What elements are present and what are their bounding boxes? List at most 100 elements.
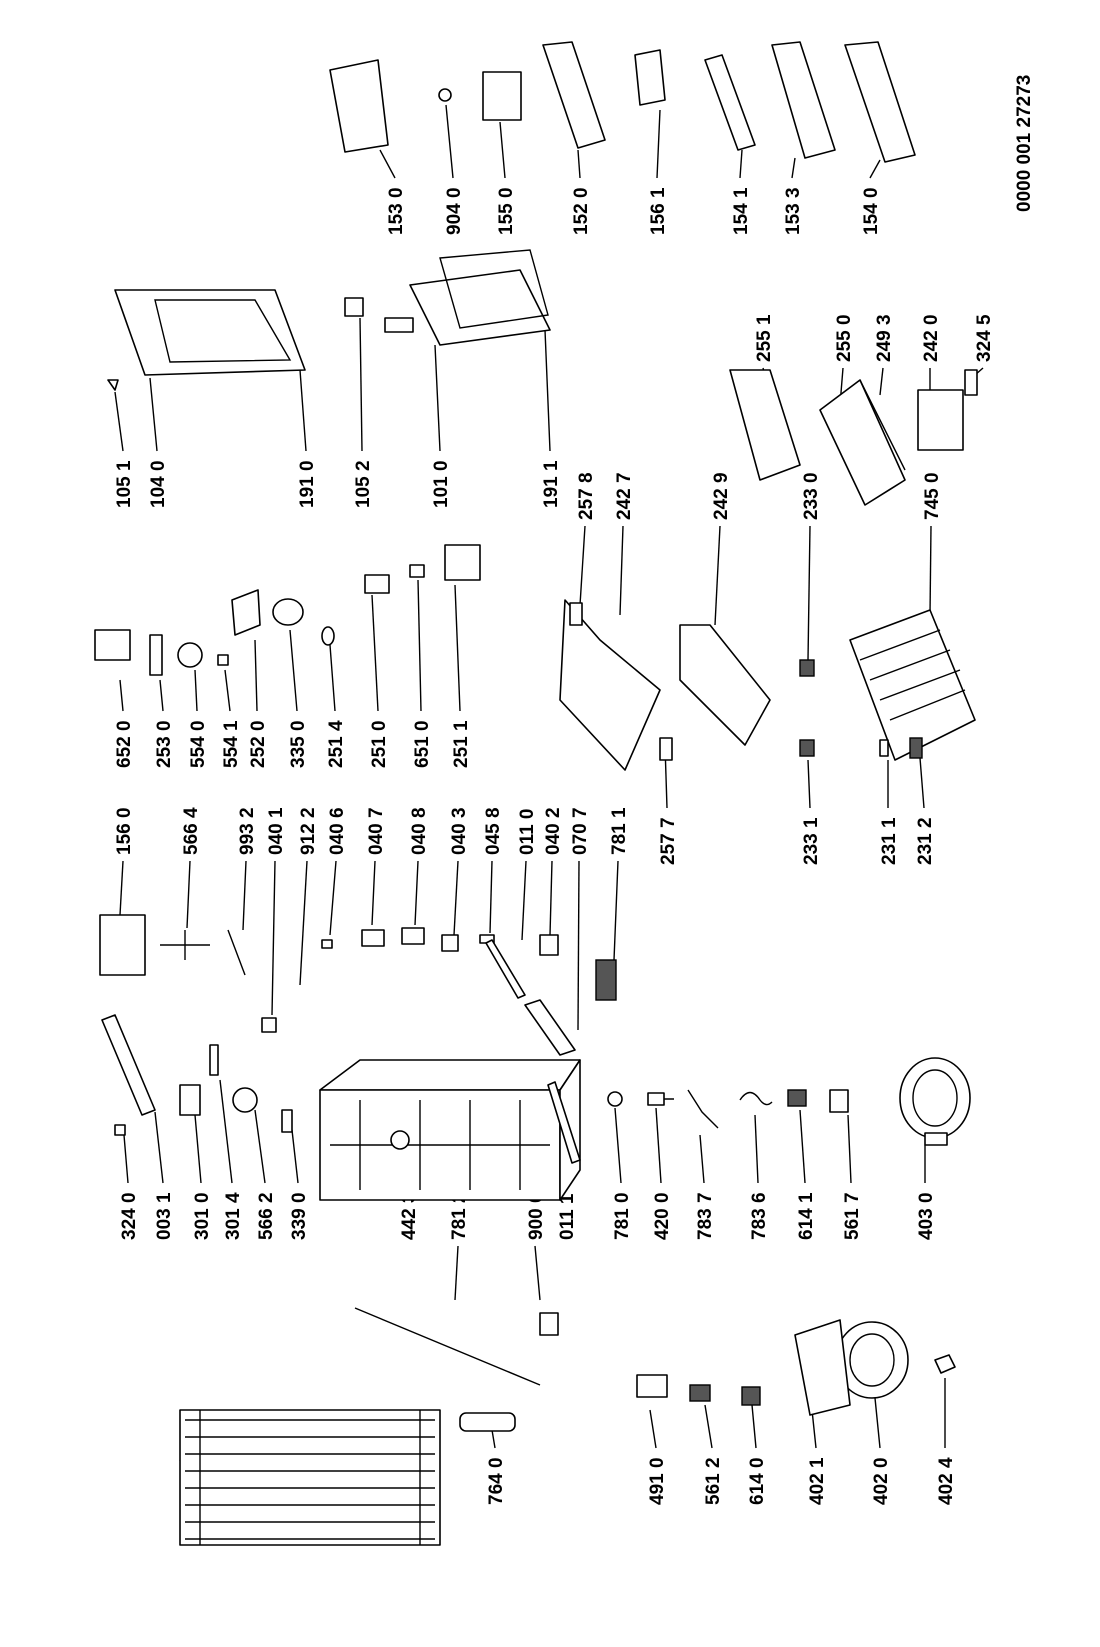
leader-line [114,391,124,452]
leader-line [879,367,884,396]
part-number-label: 253 0 [154,720,175,768]
part-number-label: 900 0 [526,1192,547,1240]
leader-line [549,860,553,936]
part-number-label: 233 0 [801,472,822,520]
part-callout: 040 1 [266,807,287,1016]
leader-line [154,1111,164,1184]
document-number: 0000 001 27273 [1014,75,1035,212]
part-callout: 156 0 [114,807,135,916]
box-drawing [444,544,481,581]
part-callout: 231 1 [879,760,900,865]
part-callout: 242 9 [711,472,732,626]
part-callout: 783 6 [749,1114,770,1240]
part-number-label: 554 1 [221,720,242,768]
wire-shelf-drawing [849,609,976,761]
knob-drawing [390,1130,410,1150]
part-number-label: 105 1 [114,460,135,508]
strip-drawing [547,1081,581,1164]
part-number-label: 339 0 [289,1192,310,1240]
part-callout: 040 8 [409,807,430,926]
drawer-clip-b-drawing [659,737,673,761]
part-callout: 154 1 [731,149,752,235]
leader-line [454,1245,459,1301]
part-number-label: 912 2 [298,807,319,855]
part-number-label: 040 7 [366,807,387,855]
lower-door-drawing [409,269,551,346]
rack-trim-drawing [704,54,756,151]
part-number-label: 255 1 [754,314,775,362]
part-number-label: 104 0 [148,460,169,508]
leader-line [874,1397,881,1449]
part-number-label: 251 4 [326,720,347,768]
leader-line [751,1404,757,1449]
part-callout: 993 2 [237,807,258,931]
part-number-label: 231 2 [915,817,936,865]
bracket-a-drawing [361,929,385,947]
part-number-label: 249 3 [874,314,895,362]
button-drawing [438,88,452,102]
leader-line [521,860,527,941]
leader-line [577,860,580,1031]
part-callout: 153 3 [783,157,804,235]
part-callout: 191 1 [541,329,562,508]
drawer-clip-drawing [569,602,583,626]
part-callout: 402 1 [807,1409,828,1505]
leader-line [544,329,551,452]
part-callout: 301 0 [192,1114,213,1240]
nut-drawing [321,626,335,646]
part-number-label: 191 1 [541,460,562,508]
part-callout: 257 7 [658,744,679,865]
leader-line [799,1109,806,1184]
scraper-drawing [227,929,246,976]
part-number-label: 231 1 [879,817,900,865]
part-callout: 783 7 [695,1134,716,1240]
panel-drawing [101,1014,156,1116]
leader-line [289,629,298,712]
door-rack-drawing [329,59,389,153]
part-number-label: 040 3 [449,807,470,855]
glass-shelf-drawing [819,379,906,506]
grille-drawing [595,959,617,1001]
part-number-label: 301 0 [192,1192,213,1240]
document-number-text: 0000 001 27273 [1014,75,1035,212]
part-callout: 420 0 [652,1107,673,1240]
leader-line [491,1429,496,1449]
part-callout: 339 0 [289,1129,310,1240]
tube-drawing [354,1307,541,1386]
hinge-drawing [344,297,364,317]
leader-line [714,525,721,626]
part-number-label: 993 2 [237,807,258,855]
leader-line [371,594,379,712]
part-callout: 152 0 [571,149,592,235]
leader-line [299,860,308,986]
part-callout: 003 1 [154,1111,175,1240]
part-callout: 324 5 [974,314,995,376]
relay-drawing [689,1384,711,1402]
leader-line [371,860,376,926]
lamp-holder-drawing [177,642,203,668]
part-number-label: 442 3 [399,1192,420,1240]
shelf-trim-drawing [859,379,906,471]
part-number-label: 651 0 [412,720,433,768]
part-callout: 566 2 [254,1109,277,1240]
part-number-label: 257 7 [658,817,679,865]
part-callout: 040 7 [366,807,387,926]
part-number-label: 301 4 [223,1192,244,1240]
upper-door-gasket-drawing [154,299,292,363]
part-number-label: 233 1 [801,817,822,865]
part-callout: 249 3 [874,314,895,396]
part-number-label: 614 1 [796,1192,817,1240]
housing-drawing [231,589,261,636]
leader-line [704,1404,713,1449]
part-callout: 011 0 [517,809,538,941]
pin-drawing [261,1017,277,1033]
leader-line [186,860,191,929]
part-number-label: 257 8 [576,472,597,520]
part-callout: 781 1 [609,807,630,961]
leader-line [291,1129,299,1184]
part-number-label: 251 1 [451,720,472,768]
part-number-label: 040 8 [409,807,430,855]
part-callout: 040 6 [327,807,348,936]
part-callout: 781 2 [449,1192,470,1301]
